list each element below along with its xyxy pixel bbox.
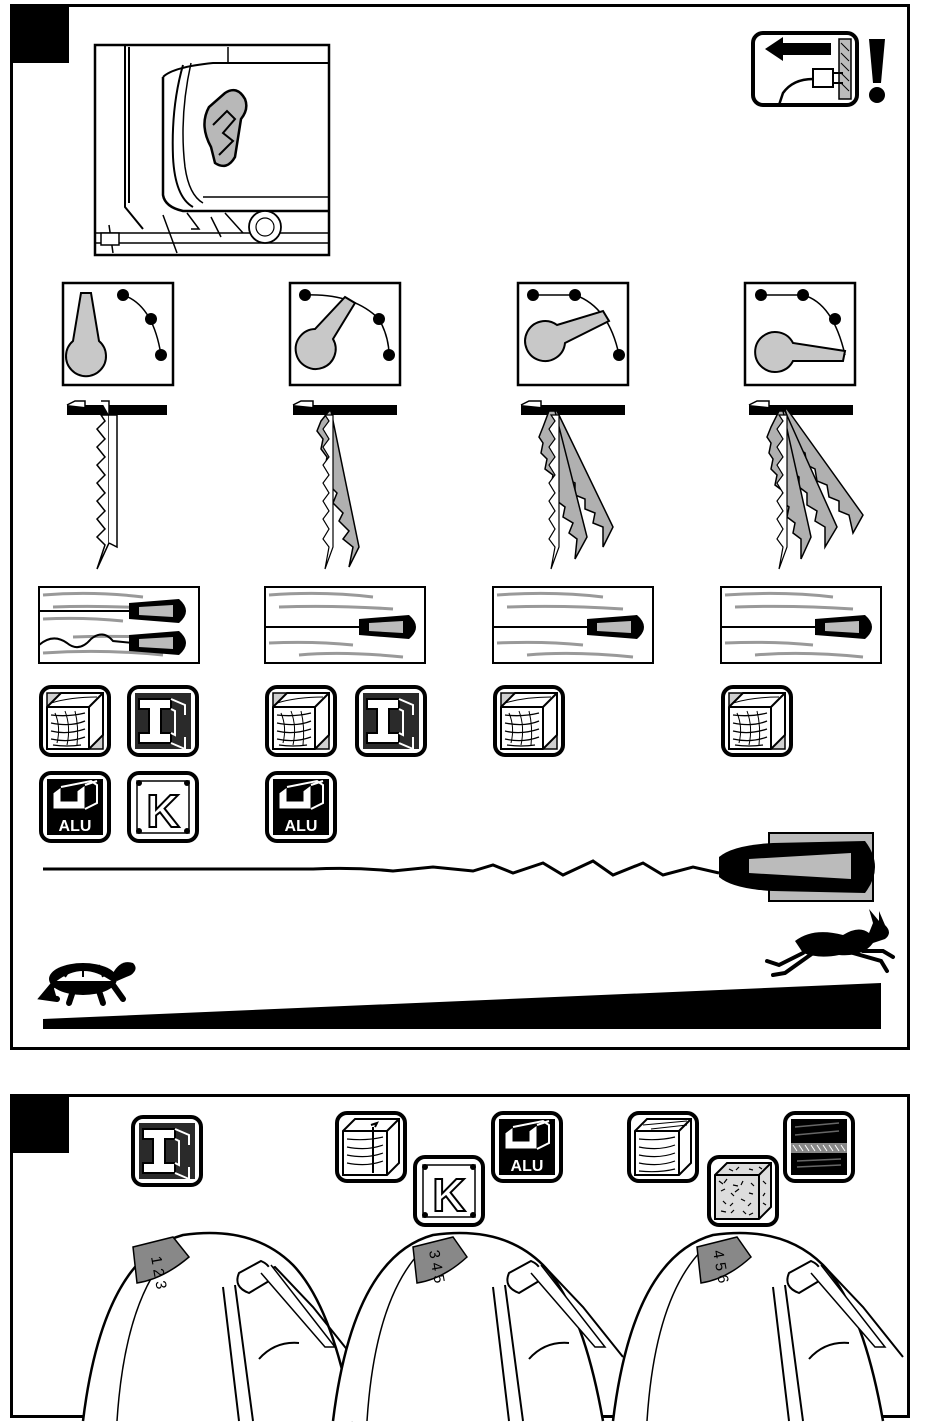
cut-result-0 <box>39 587 199 663</box>
steel-material-icon <box>133 1117 201 1185</box>
speed-dial-2: 4 5 6 <box>613 1233 903 1421</box>
blade-swing-2 <box>521 401 625 569</box>
figure-stroke-setting: ALU K ALU <box>10 4 910 1050</box>
k-label: K <box>432 1169 465 1221</box>
k-label: K <box>146 785 179 837</box>
lever-closeup-illustration <box>95 45 329 255</box>
cut-quality-line <box>43 833 875 901</box>
cut-result-2 <box>493 587 653 663</box>
cut-result-3 <box>721 587 881 663</box>
alu-label: ALU <box>59 818 92 835</box>
plastic-material-icon: K <box>129 773 197 841</box>
blade-swing-0 <box>67 401 167 569</box>
steel-material-icon <box>129 687 197 755</box>
laminate-material-icon <box>785 1113 853 1181</box>
pendulum-dial-3 <box>745 283 855 385</box>
alu-label: ALU <box>285 818 318 835</box>
hardwood-material-icon <box>337 1113 405 1181</box>
steel-material-icon <box>357 687 425 755</box>
speed-dial-1: 3 4 5 <box>333 1233 623 1421</box>
unplug-warning-icon <box>753 33 885 105</box>
speed-ramp <box>43 983 881 1029</box>
blade-swing-3 <box>749 401 863 569</box>
figure-stroke-drawing: ALU K ALU <box>13 7 913 1053</box>
wood-material-icon <box>41 687 109 755</box>
speed-dial-0: 1 2 3 <box>83 1233 353 1421</box>
aluminium-material-icon: ALU <box>267 773 335 841</box>
wood-material-icon <box>723 687 791 755</box>
plastic-material-icon: K <box>415 1157 483 1225</box>
pendulum-dial-2 <box>518 283 628 385</box>
figure-speed-drawing: K ALU <box>13 1097 913 1421</box>
chipboard-material-icon <box>709 1157 777 1225</box>
pendulum-dial-0 <box>63 283 173 385</box>
tortoise-icon <box>43 962 136 1003</box>
blade-swing-1 <box>293 401 397 569</box>
alu-label: ALU <box>511 1158 544 1175</box>
wood-material-icon <box>495 687 563 755</box>
wood-material-icon <box>267 687 335 755</box>
aluminium-material-icon: ALU <box>41 773 109 841</box>
figure-speed-setting: K ALU <box>10 1094 910 1418</box>
hare-icon <box>767 909 893 975</box>
pendulum-dial-1 <box>290 283 400 385</box>
cut-result-1 <box>265 587 425 663</box>
softwood-material-icon <box>629 1113 697 1181</box>
aluminium-material-icon: ALU <box>493 1113 561 1181</box>
